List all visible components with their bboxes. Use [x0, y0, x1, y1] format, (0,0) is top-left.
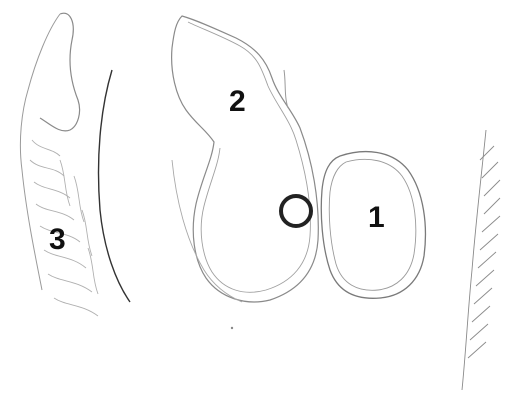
ring-marker — [281, 196, 311, 226]
region-2-outline — [172, 16, 319, 302]
region-label-3: 3 — [49, 225, 66, 255]
pencil-dot — [231, 327, 233, 329]
left-contour-outline — [40, 13, 80, 131]
left-arc-line — [99, 70, 131, 302]
region-2-lower-curve — [172, 160, 242, 302]
right-hatching — [462, 130, 500, 390]
region-2-inner-outline — [188, 22, 310, 292]
region-label-1: 1 — [368, 203, 385, 233]
region-label-2: 2 — [229, 87, 246, 117]
